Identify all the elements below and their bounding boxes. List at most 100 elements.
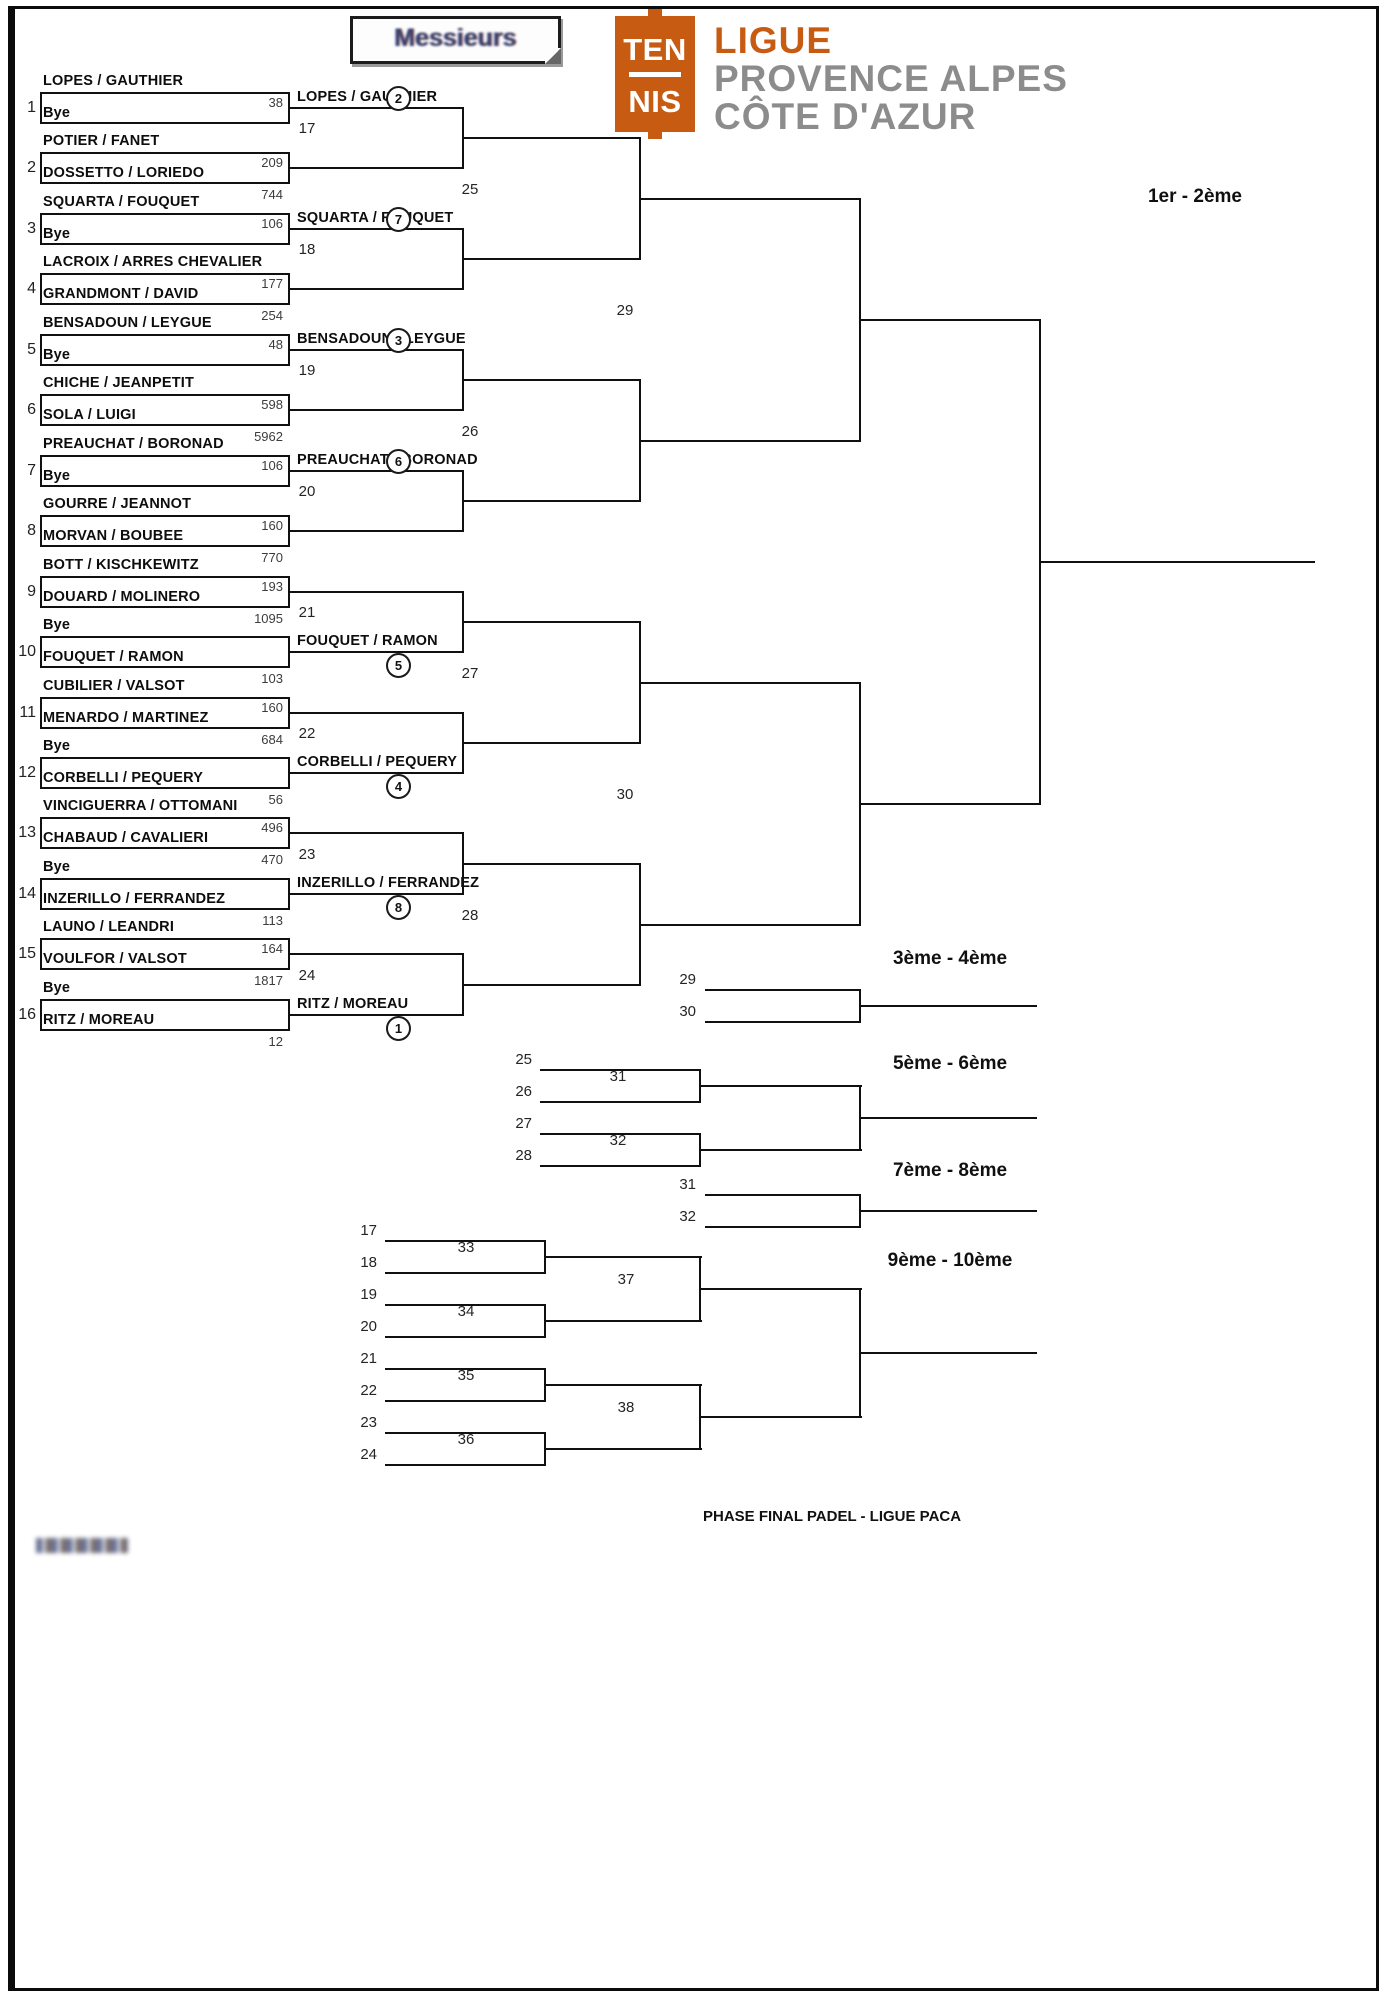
placement-heading: 3ème - 4ème [892, 948, 1008, 969]
team-name: CHICHE / JEANPETIT [43, 375, 195, 391]
logo-notch-bottom [648, 132, 662, 139]
match-number: 18 [298, 241, 316, 258]
bracket-line [290, 530, 464, 532]
bracket-line [290, 591, 464, 593]
bracket-line [290, 409, 464, 411]
bracket-line [705, 989, 859, 991]
bracket-line [290, 953, 464, 955]
placement-heading: 9ème - 10ème [887, 1250, 1013, 1271]
entry-label: 21 [360, 1350, 377, 1367]
bracket-line [859, 1117, 1037, 1119]
seed-position: 8 [27, 522, 36, 539]
bracket-line [859, 803, 1041, 805]
seed-position: 15 [18, 945, 36, 962]
match-number: 24 [298, 967, 316, 984]
bracket-line [699, 1085, 862, 1087]
team-name: CHABAUD / CAVALIERI [43, 830, 209, 846]
team-name: MENARDO / MARTINEZ [43, 710, 209, 726]
seed-circle: 5 [386, 653, 411, 678]
team-name: Bye [43, 347, 71, 363]
bracket-line [699, 1288, 862, 1290]
bracket-line [290, 651, 464, 653]
brand-line-ligue: LIGUE [714, 20, 833, 61]
bracket-line [385, 1400, 544, 1402]
category-note-box: Messieurs [350, 16, 561, 64]
slot-box [40, 213, 290, 245]
seed-position: 3 [27, 220, 36, 237]
placement-heading: 7ème - 8ème [892, 1160, 1008, 1181]
team-name: LAUNO / LEANDRI [43, 919, 175, 935]
seed-position: 16 [18, 1006, 36, 1023]
team-name: MORVAN / BOUBEE [43, 528, 184, 544]
team-name: SQUARTA / FOUQUET [43, 194, 200, 210]
bracket-line [290, 107, 464, 109]
team-points: 113 [262, 913, 283, 928]
entry-label: 18 [360, 1254, 377, 1271]
bracket-line [290, 712, 464, 714]
bracket-line [859, 1352, 1037, 1354]
slot-box [40, 636, 290, 668]
team-points: 744 [261, 187, 283, 202]
note-fold-corner-icon [545, 48, 561, 64]
match-number: 33 [457, 1239, 475, 1256]
match-number: 38 [617, 1399, 635, 1416]
seed-circle: 1 [386, 1016, 411, 1041]
team-name: BOTT / KISCHKEWITZ [43, 557, 199, 573]
slot-box [40, 576, 290, 608]
slot-box [40, 938, 290, 970]
team-points: 470 [261, 852, 283, 867]
team-name: FOUQUET / RAMON [43, 649, 184, 665]
entry-label: 28 [515, 1147, 532, 1164]
match-number: 21 [298, 604, 316, 621]
logo-text-top: TEN [623, 32, 687, 67]
slot-box [40, 273, 290, 305]
team-points: 5962 [254, 429, 283, 444]
winner-name: BENSADOUN / LEYGUE [297, 331, 466, 347]
bracket-line [385, 1336, 544, 1338]
team-points: 254 [261, 308, 283, 323]
bracket-line [462, 863, 641, 865]
bracket-line [705, 1194, 859, 1196]
seed-position: 12 [18, 764, 36, 781]
slot-box [40, 152, 290, 184]
team-name: PREAUCHAT / BORONAD [43, 436, 224, 452]
match-number: 36 [457, 1431, 475, 1448]
team-name: GRANDMONT / DAVID [43, 286, 199, 302]
team-points: 160 [261, 700, 283, 715]
team-points: 684 [261, 732, 283, 747]
entry-label: 27 [515, 1115, 532, 1132]
placement-heading: 5ème - 6ème [892, 1053, 1008, 1074]
match-number: 32 [609, 1132, 627, 1149]
seed-position: 14 [18, 885, 36, 902]
team-points: 1095 [254, 611, 283, 626]
team-points: 56 [268, 792, 283, 807]
placement-heading: 1er - 2ème [1147, 186, 1242, 207]
bracket-line [290, 228, 464, 230]
seed-circle: 7 [386, 207, 411, 232]
seed-circle: 8 [386, 895, 411, 920]
bracket-line [462, 379, 641, 381]
match-number: 34 [457, 1303, 475, 1320]
logo-divider [629, 72, 681, 77]
team-points: 1817 [254, 973, 283, 988]
team-points: 598 [261, 397, 283, 412]
entry-label: 32 [679, 1208, 696, 1225]
bracket-line [462, 984, 641, 986]
bracket-line [705, 1226, 859, 1228]
team-name: LOPES / GAUTHIER [43, 73, 184, 89]
bracket-line [540, 1133, 699, 1135]
bracket-line [290, 470, 464, 472]
seed-position: 4 [27, 280, 36, 297]
blurred-signature [36, 1538, 128, 1553]
bracket-line [540, 1101, 699, 1103]
team-points: 209 [261, 155, 283, 170]
seed-position: 11 [19, 704, 36, 721]
slot-box [40, 878, 290, 910]
seed-position: 10 [18, 643, 36, 660]
team-points: 48 [268, 337, 283, 352]
bracket-line [290, 167, 464, 169]
bracket-line [639, 682, 861, 684]
bracket-line [290, 893, 464, 895]
team-name: DOUARD / MOLINERO [43, 589, 201, 605]
